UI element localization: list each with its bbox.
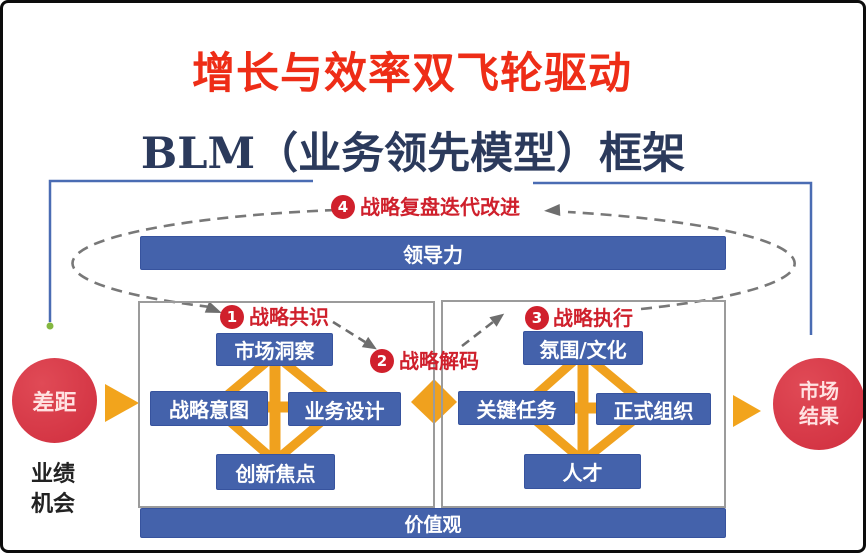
box-strategic-intent: 战略意图	[150, 391, 268, 426]
execution-panel	[441, 300, 726, 508]
arrowhead-into-step1	[204, 301, 222, 313]
cycle-ellipse-dashed	[71, 208, 796, 311]
main-title: 增长与效率双飞轮驱动	[192, 49, 632, 99]
box-talent: 人才	[524, 454, 641, 489]
step3-badge: 3	[525, 306, 549, 330]
leadership-bar: 领导力	[140, 236, 726, 270]
step2-label: 战略解码	[399, 349, 479, 373]
step2-badge: 2	[370, 349, 394, 373]
market-result-line1: 市场	[799, 379, 839, 403]
gap-circle: 差距	[12, 358, 97, 443]
framework-title: BLM（业务领先模型）框架	[140, 129, 686, 179]
box-formal-org: 正式组织	[596, 393, 711, 425]
feedback-bracket-left	[48, 179, 313, 322]
values-bar: 价值观	[140, 508, 726, 538]
box-culture: 氛围/文化	[523, 331, 643, 365]
gap-arrow-triangle	[105, 384, 139, 422]
arrowhead-into-step4	[544, 204, 561, 216]
market-result-line2: 结果	[799, 404, 839, 428]
performance-line2: 机会	[30, 492, 75, 517]
step-arrow-1-2	[332, 320, 366, 344]
step3-label: 战略执行	[553, 306, 633, 330]
step4-label: 战略复盘迭代改进	[360, 195, 520, 219]
feedback-bracket-right	[533, 181, 813, 335]
bracket-endpoint-dot	[46, 322, 54, 330]
result-arrow-triangle	[733, 395, 761, 427]
box-innovation-focus: 创新焦点	[216, 454, 335, 490]
box-key-tasks: 关键任务	[458, 391, 575, 425]
box-business-design: 业务设计	[288, 392, 401, 426]
arrowhead-into-step3	[489, 313, 505, 327]
market-result-circle: 市场 结果	[773, 358, 863, 450]
arrowhead-into-step2	[361, 336, 377, 350]
step4-badge: 4	[331, 195, 355, 219]
strategy-panel	[138, 301, 435, 508]
box-market-insight: 市场洞察	[216, 333, 333, 366]
step1-label: 战略共识	[249, 305, 329, 329]
performance-opportunity-text: 业绩 机会	[25, 460, 81, 520]
step-arrow-2-3	[461, 320, 494, 348]
performance-line1: 业绩	[30, 462, 75, 487]
step1-badge: 1	[220, 305, 244, 329]
